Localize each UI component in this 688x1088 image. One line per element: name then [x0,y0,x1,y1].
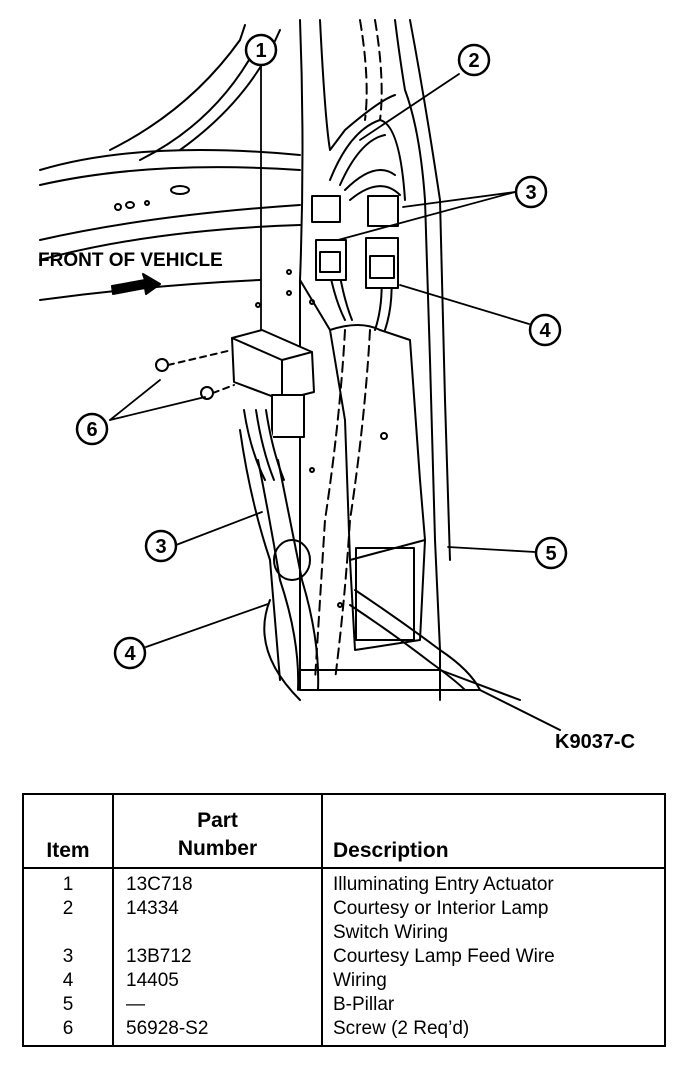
callout-3: 3 [525,182,536,204]
row-part-number: 14405 [112,969,322,993]
row-part-number: 13C718 [112,868,322,897]
row-item: 1 [62,874,74,895]
row-part-number: 56928-S2 [112,1017,322,1046]
row-description-line: Courtesy Lamp Feed Wire [333,946,555,967]
row-description-line: B-Pillar [333,994,395,1015]
table-row: 1 13C718 Illuminating Entry Actuator [23,868,665,897]
leader-lines [109,65,536,648]
header-description: Description [321,794,665,869]
callout-5-circle [534,536,568,570]
parts-table: Item Part Number Description 1 13C718 Il… [22,793,666,1047]
door-opening-outline [39,24,301,301]
row-item: 5 [62,994,74,1015]
lower-harness [257,459,481,691]
callout-1-circle [244,33,278,67]
callout-2-circle [457,43,491,77]
table-row: 2 14334 Courtesy or Interior Lamp Switch… [23,897,665,945]
callout-3b-circle [144,529,178,563]
row-item: 4 [62,970,74,991]
header-part-number: Part Number [112,794,322,869]
actuator [231,329,315,481]
row-description-line: Illuminating Entry Actuator [333,874,554,895]
header-item: Item [23,794,113,869]
front-of-vehicle-label: FRONT OF VEHICLE [38,250,223,271]
callout-3-circle [514,175,548,209]
screws [155,349,235,400]
row-description: Screw (2 Req’d) [321,1017,665,1046]
callout-4-circle [528,313,562,347]
callout-1: 1 [255,40,266,62]
table-row: 6 56928-S2 Screw (2 Req’d) [23,1017,665,1046]
header-part-line2: Number [177,837,258,860]
callout-3b: 3 [155,536,166,558]
callout-6-circle [75,412,109,446]
row-description: Illuminating Entry Actuator [321,868,665,897]
front-arrow-icon [111,273,161,295]
table-header-row: Item Part Number Description [23,794,665,869]
row-description-line: Wiring [333,970,387,991]
row-part-number: 13B712 [112,945,322,969]
row-item: 6 [62,1018,74,1039]
figure-code: K9037-C [555,731,635,753]
row-part-number: — [112,993,322,1017]
callout-4b: 4 [124,643,136,665]
row-part-number: 14334 [112,897,322,945]
table-row: 5 — B-Pillar [23,993,665,1017]
row-description: Courtesy or Interior Lamp Switch Wiring [321,897,665,945]
b-pillar-outline [239,19,561,731]
connector-group [311,195,399,289]
table-row: 3 13B712 Courtesy Lamp Feed Wire [23,945,665,969]
callout-4b-circle [113,636,147,670]
row-description: B-Pillar [321,993,665,1017]
table-row: 4 14405 Wiring [23,969,665,993]
callout-4: 4 [539,320,551,342]
row-description-line: Courtesy or Interior Lamp [333,898,549,919]
callout-5: 5 [545,543,556,565]
row-description: Courtesy Lamp Feed Wire [321,945,665,969]
row-item: 2 [62,898,74,919]
header-part-line1: Part [197,809,238,832]
hidden-wiring-route [314,19,383,681]
callout-6: 6 [86,419,97,441]
row-description-line-2: Switch Wiring [333,922,449,943]
b-pillar-wiring-diagram: 1 2 3 4 5 6 3 4 FRONT OF VEHICLE K9037-C [38,19,635,753]
callout-2: 2 [468,50,479,72]
row-description-line: Screw (2 Req’d) [333,1018,470,1039]
row-item: 3 [62,946,74,967]
row-description: Wiring [321,969,665,993]
